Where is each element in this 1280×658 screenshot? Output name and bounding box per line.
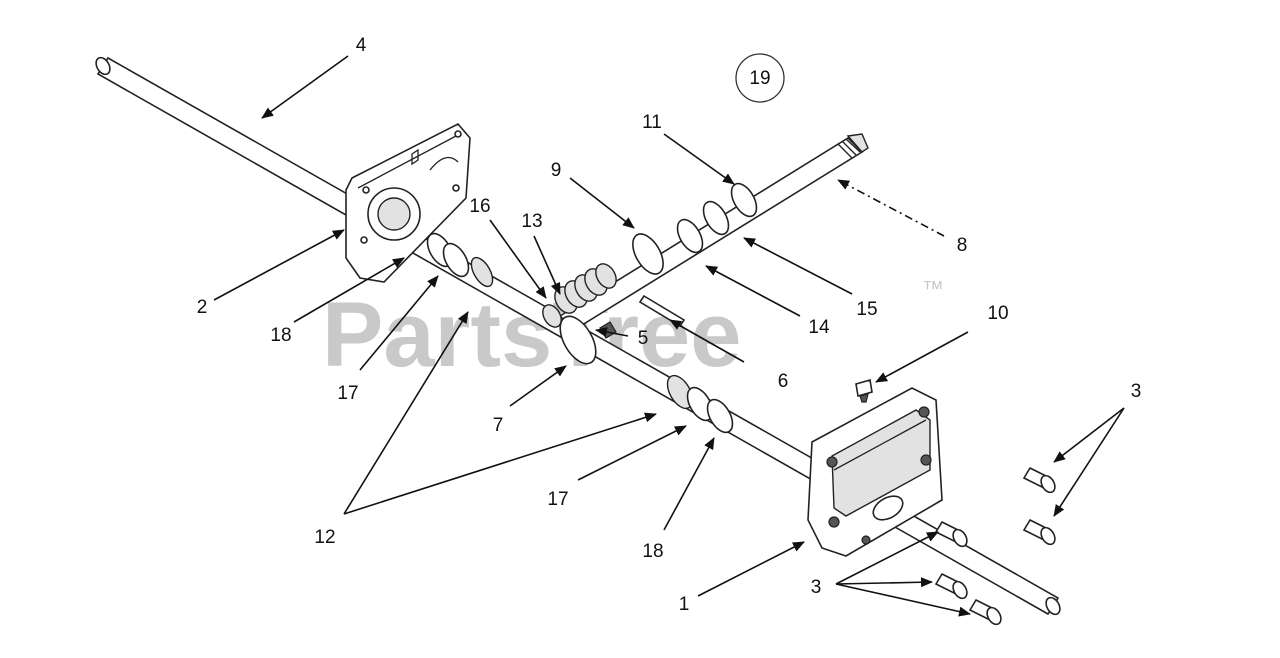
callout-11: 11 bbox=[642, 112, 662, 133]
left-housing-plate bbox=[345, 123, 471, 283]
callout-17: 17 bbox=[337, 383, 358, 404]
screw bbox=[934, 572, 968, 600]
callout-16: 16 bbox=[469, 196, 490, 217]
callout-18: 18 bbox=[642, 541, 663, 562]
right-housing bbox=[807, 387, 943, 557]
callout-13: 13 bbox=[521, 211, 542, 232]
callout-12: 12 bbox=[314, 527, 335, 548]
left-bearing bbox=[426, 232, 494, 288]
screw bbox=[1022, 466, 1056, 494]
callout-10: 10 bbox=[987, 303, 1008, 324]
watermark-trademark: ™ bbox=[922, 276, 944, 301]
screw bbox=[1022, 518, 1056, 546]
callout-7: 7 bbox=[493, 415, 504, 436]
callout-6: 6 bbox=[778, 371, 789, 392]
callout-4: 4 bbox=[356, 35, 367, 56]
callout-3: 3 bbox=[811, 577, 822, 598]
callout-1: 1 bbox=[679, 594, 690, 615]
callout-8: 8 bbox=[957, 235, 968, 256]
right-bearing bbox=[666, 374, 734, 434]
callout-15: 15 bbox=[856, 299, 877, 320]
screw bbox=[934, 520, 968, 548]
callout-17: 17 bbox=[547, 489, 568, 510]
item-19-circle bbox=[735, 53, 785, 103]
callout-19: 19 bbox=[749, 68, 770, 89]
leader-lines bbox=[213, 55, 1125, 617]
worm-shaft-washers bbox=[632, 182, 758, 275]
callout-3: 3 bbox=[1131, 381, 1142, 402]
callout-9: 9 bbox=[551, 160, 562, 181]
callout-5: 5 bbox=[638, 328, 649, 349]
center-gear-washer bbox=[542, 304, 597, 365]
callout-2: 2 bbox=[197, 297, 208, 318]
grease-fitting bbox=[855, 378, 873, 403]
callout-14: 14 bbox=[808, 317, 830, 338]
screw bbox=[968, 598, 1002, 626]
callout-18: 18 bbox=[270, 325, 291, 346]
